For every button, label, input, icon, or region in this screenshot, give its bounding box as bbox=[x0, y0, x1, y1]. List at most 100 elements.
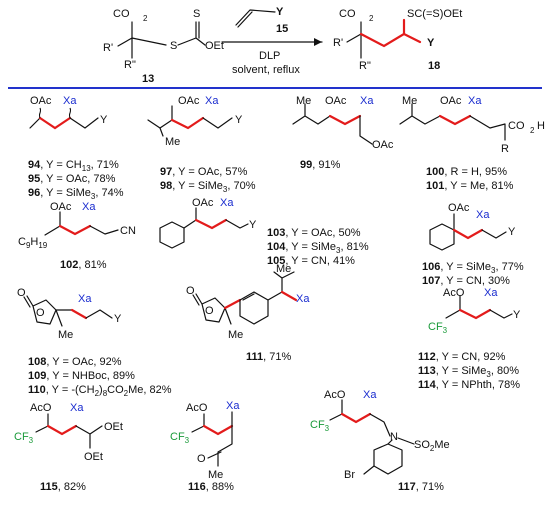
bonds bbox=[292, 103, 331, 125]
bonds bbox=[147, 105, 173, 129]
xa-label: Xa bbox=[78, 293, 92, 305]
bonds-3 bbox=[159, 127, 164, 137]
structure-97-98: OAc Xa Y Me bbox=[147, 95, 243, 148]
caption-96: 96, Y = SiMe3, 74% bbox=[28, 187, 124, 201]
caption-101: 101, Y = Me, 81% bbox=[426, 180, 514, 192]
arrow-head bbox=[314, 38, 322, 46]
oac-label: OAc bbox=[192, 197, 214, 209]
caption-95: 95, Y = OAc, 78% bbox=[28, 173, 116, 185]
bonds-2 bbox=[225, 219, 249, 229]
compound-18-number: 18 bbox=[428, 60, 440, 72]
me-label: Me bbox=[228, 329, 243, 341]
ring-o-label: O bbox=[36, 307, 45, 319]
aco-label: AcO bbox=[30, 402, 52, 414]
caption-112: 112, Y = CN, 92% bbox=[418, 351, 506, 363]
caption-94: 94, Y = CH13, 71% bbox=[28, 159, 119, 173]
bonds-2 bbox=[85, 309, 113, 319]
caption-117: 117, 71% bbox=[398, 481, 444, 493]
bonds-2 bbox=[202, 117, 233, 129]
bonds-2 bbox=[469, 115, 506, 141]
aco-label: AcO bbox=[443, 287, 465, 299]
carbonyl-o-label: O bbox=[186, 285, 195, 297]
y-label: Y bbox=[249, 219, 257, 231]
xa-label: Xa bbox=[205, 95, 219, 107]
structure-116: AcO Xa O Me CF3 116, 88% bbox=[170, 400, 240, 493]
reaction-arrow: DLP solvent, reflux bbox=[221, 38, 323, 76]
reagent-15: Y 15 bbox=[235, 6, 288, 35]
red-bonds bbox=[70, 308, 88, 320]
red-bonds bbox=[38, 116, 72, 130]
cn-label: CN bbox=[120, 225, 136, 237]
wavy-bonds bbox=[38, 107, 72, 119]
xa-label: Xa bbox=[363, 389, 377, 401]
caption-114: 114, Y = NPhth, 78% bbox=[418, 379, 520, 391]
co2h-h-label: H bbox=[537, 120, 545, 132]
red-bonds bbox=[170, 116, 205, 130]
structure-102: OAc Xa CN C9H19 102, 81% bbox=[18, 201, 136, 271]
red-bonds bbox=[46, 424, 78, 436]
bonds bbox=[29, 117, 41, 129]
rco2-subscript: 2 bbox=[143, 14, 148, 23]
caption-116: 116, 88% bbox=[188, 481, 234, 493]
caption-107: 107, Y = CN, 30% bbox=[422, 275, 510, 287]
xa-label: Xa bbox=[484, 287, 498, 299]
cyclohexene-ring bbox=[239, 291, 269, 325]
structure-115: AcO Xa OEt OEt CF3 115, 82% bbox=[14, 402, 123, 493]
bonds bbox=[399, 103, 441, 125]
conditions-solvent: solvent, reflux bbox=[232, 64, 300, 76]
caption-98: 98, Y = SiMe3, 70% bbox=[160, 180, 256, 194]
oet-label-2: OEt bbox=[84, 451, 103, 463]
reagent-13-bonds bbox=[117, 21, 206, 59]
cf3-label: CF3 bbox=[170, 431, 190, 445]
oac-label: OAc bbox=[325, 95, 347, 107]
y-label: Y bbox=[513, 309, 521, 321]
xa-label: Xa bbox=[226, 400, 240, 412]
sulfur-label: S bbox=[170, 40, 177, 52]
co2h-label: CO bbox=[508, 120, 525, 132]
caption-111: 111, 71% bbox=[246, 351, 291, 363]
co2h-subscript: 2 bbox=[530, 126, 535, 135]
bonds bbox=[44, 211, 61, 236]
caption-109: 109, Y = NHBoc, 89% bbox=[28, 370, 135, 382]
nitrogen-label: N bbox=[390, 431, 398, 443]
alkene-bonds bbox=[235, 9, 276, 28]
compound-13-number: 13 bbox=[142, 73, 154, 85]
me-label: Me bbox=[208, 469, 223, 481]
red-bonds bbox=[452, 228, 484, 240]
y-label: Y bbox=[100, 114, 108, 126]
product-18: CO 2 R' R" SC(=S)OEt Y 18 bbox=[333, 8, 462, 72]
red-bonds bbox=[458, 308, 492, 320]
structure-94-96: OAc Xa Y bbox=[29, 95, 108, 130]
conditions-reagent: DLP bbox=[259, 50, 280, 62]
bonds bbox=[35, 413, 49, 433]
xa-label: Xa bbox=[296, 293, 310, 305]
aco-label: AcO bbox=[324, 389, 346, 401]
caption-103: 103, Y = OAc, 50% bbox=[267, 227, 361, 239]
xa-label: Xa bbox=[82, 201, 96, 213]
red-bonds bbox=[328, 114, 362, 126]
structure-99: Me OAc Xa OAc bbox=[292, 95, 394, 151]
bonds-2 bbox=[359, 115, 373, 145]
rco2-label: CO bbox=[113, 8, 130, 20]
bonds-2 bbox=[75, 425, 103, 449]
n-s-bond bbox=[397, 437, 415, 445]
structure-112-114: AcO Xa Y CF3 112, Y = CN, 92% 113, Y = S… bbox=[418, 287, 521, 391]
captions-row-1: 94, Y = CH13, 71% 95, Y = OAc, 78% 96, Y… bbox=[28, 159, 514, 201]
oet-label: OEt bbox=[205, 40, 224, 52]
bonds-2 bbox=[481, 229, 507, 239]
red-bonds bbox=[340, 412, 372, 424]
bonds bbox=[445, 295, 461, 319]
bromine-label: Br bbox=[344, 469, 355, 481]
caption-97: 97, Y = OAc, 57% bbox=[160, 166, 248, 178]
y-label: Y bbox=[114, 313, 122, 325]
me-label-2: Me bbox=[276, 263, 291, 275]
product-xanthate-label: SC(=S)OEt bbox=[407, 8, 462, 20]
structure-111: O O Me Me Xa 111, 71% bbox=[186, 263, 310, 363]
bonds-2 bbox=[69, 117, 99, 129]
bonds-2 bbox=[369, 413, 391, 437]
y-label: Y bbox=[508, 226, 516, 238]
xa-label: Xa bbox=[476, 209, 490, 221]
red-bonds bbox=[438, 114, 472, 126]
